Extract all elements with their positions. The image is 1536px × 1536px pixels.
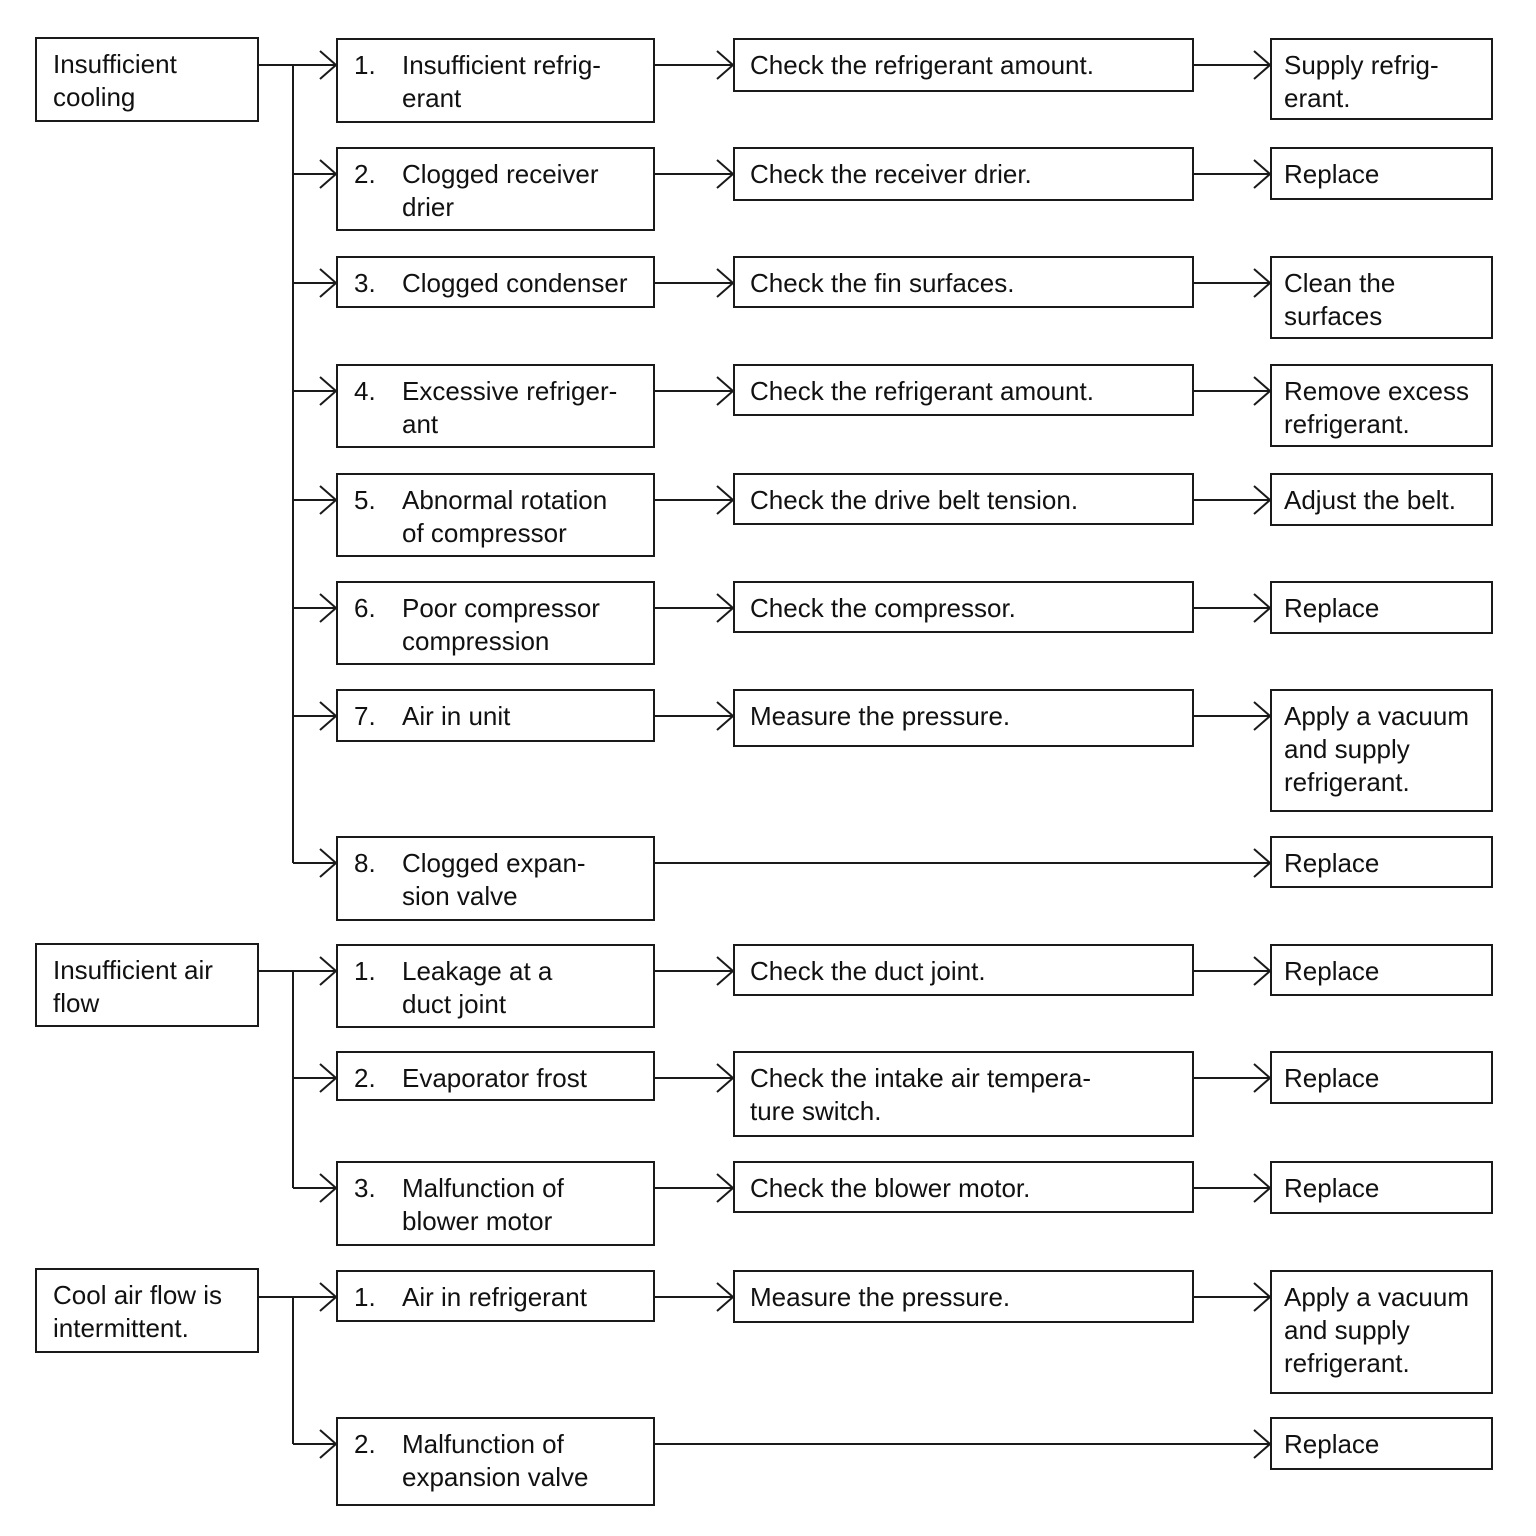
cause-text: Clogged expan- sion valve [402,848,586,911]
cause-text: Insufficient refrig- erant [402,50,601,113]
cause-number: 1. [354,50,376,80]
check-box: Measure the pressure. [733,1270,1194,1323]
cause-box: 4. Excessive refriger- ant [336,364,655,448]
check-box: Check the fin surfaces. [733,256,1194,308]
check-box: Check the duct joint. [733,944,1194,996]
remedy-box: Replace [1270,147,1493,200]
check-box: Check the refrigerant amount. [733,38,1194,92]
cause-box: 2. Evaporator frost [336,1051,655,1101]
cause-number: 3. [354,1173,376,1203]
remedy-box: Clean the surfaces [1270,256,1493,339]
remedy-box: Adjust the belt. [1270,473,1493,526]
cause-text: Leakage at a duct joint [402,956,553,1019]
symptom-box: Cool air flow is intermittent. [35,1268,259,1353]
cause-number: 1. [354,956,376,986]
check-box: Measure the pressure. [733,689,1194,747]
cause-number: 2. [354,159,376,189]
cause-box: 2. Malfunction of expansion valve [336,1417,655,1506]
cause-number: 3. [354,268,376,298]
cause-box: 5. Abnormal rotation of compressor [336,473,655,557]
cause-text: Evaporator frost [402,1063,587,1093]
check-box: Check the refrigerant amount. [733,364,1194,416]
cause-box: 7. Air in unit [336,689,655,742]
remedy-box: Replace [1270,944,1493,996]
check-box: Check the compressor. [733,581,1194,633]
cause-box: 6. Poor compressor compression [336,581,655,665]
check-box: Check the blower motor. [733,1161,1194,1213]
cause-number: 2. [354,1063,376,1093]
remedy-box: Replace [1270,1051,1493,1104]
remedy-box: Apply a vacuum and supply refrigerant. [1270,689,1493,812]
remedy-box: Supply refrig- erant. [1270,38,1493,120]
cause-number: 2. [354,1429,376,1459]
cause-box: 3. Clogged condenser [336,256,655,308]
remedy-box: Replace [1270,1161,1493,1214]
remedy-box: Replace [1270,836,1493,888]
remedy-box: Replace [1270,1417,1493,1470]
cause-box: 2. Clogged receiver drier [336,147,655,231]
remedy-box: Replace [1270,581,1493,634]
cause-number: 5. [354,485,376,515]
remedy-box: Remove excess refrigerant. [1270,364,1493,447]
cause-box: 1. Insufficient refrig- erant [336,38,655,123]
cause-number: 4. [354,376,376,406]
check-box: Check the drive belt tension. [733,473,1194,525]
cause-text: Abnormal rotation of compressor [402,485,608,548]
cause-text: Malfunction of expansion valve [402,1429,589,1492]
cause-number: 8. [354,848,376,878]
cause-box: 8. Clogged expan- sion valve [336,836,655,921]
cause-text: Malfunction of blower motor [402,1173,564,1236]
symptom-box: Insufficient air flow [35,943,259,1027]
remedy-box: Apply a vacuum and supply refrigerant. [1270,1270,1493,1394]
cause-text: Poor compressor compression [402,593,600,656]
cause-box: 1. Air in refrigerant [336,1270,655,1322]
cause-number: 6. [354,593,376,623]
cause-text: Clogged condenser [402,268,628,298]
check-box: Check the intake air tempera- ture switc… [733,1051,1194,1137]
cause-box: 1. Leakage at a duct joint [336,944,655,1028]
check-box: Check the receiver drier. [733,147,1194,201]
cause-box: 3. Malfunction of blower motor [336,1161,655,1246]
cause-text: Air in unit [402,701,511,731]
symptom-box: Insufficient cooling [35,37,259,122]
cause-text: Air in refrigerant [402,1282,587,1312]
cause-text: Excessive refriger- ant [402,376,618,439]
cause-text: Clogged receiver drier [402,159,599,222]
cause-number: 7. [354,701,376,731]
cause-number: 1. [354,1282,376,1312]
